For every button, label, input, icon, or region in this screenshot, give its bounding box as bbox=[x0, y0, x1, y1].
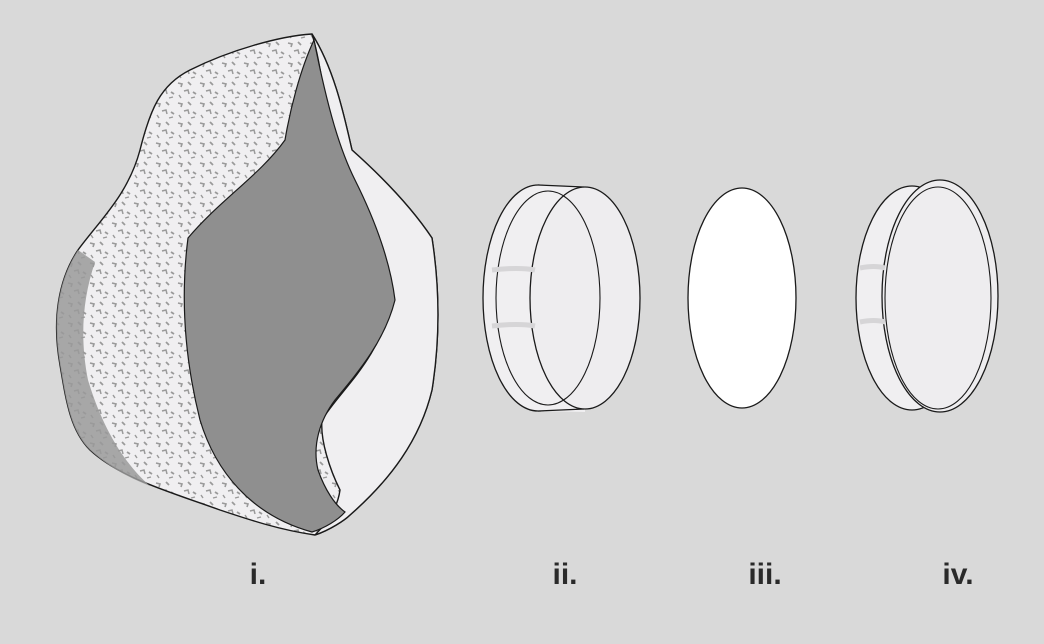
label-iii: iii. bbox=[748, 558, 782, 591]
stone-cross-section-icon bbox=[55, 33, 439, 536]
thick-disc-icon bbox=[482, 184, 641, 412]
flat-oval-icon bbox=[687, 187, 797, 409]
stone-left-shadow bbox=[56, 250, 150, 486]
label-i: i. bbox=[249, 558, 267, 591]
label-ii: ii. bbox=[552, 558, 578, 591]
stone-cut-face bbox=[183, 38, 396, 533]
thin-disc-icon bbox=[855, 179, 999, 413]
label-iv: iv. bbox=[942, 558, 974, 591]
